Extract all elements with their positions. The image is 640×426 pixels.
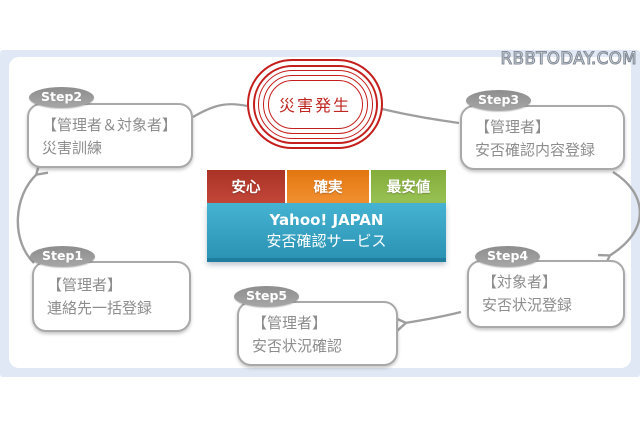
step2-box: 【管理者＆対象者】 災害訓練 bbox=[27, 103, 193, 168]
step3-badge: Step3 bbox=[466, 90, 532, 111]
step2-actor: 【管理者＆対象者】 bbox=[42, 116, 178, 134]
step1-action: 連絡先一括登録 bbox=[47, 298, 153, 317]
step2-badge: Step2 bbox=[29, 87, 95, 108]
step4-action: 安否状況登録 bbox=[482, 295, 573, 314]
disaster-event-label: 災害発生 bbox=[278, 96, 351, 115]
step3-action: 安否確認内容登録 bbox=[475, 140, 596, 159]
spiral-ring bbox=[252, 64, 378, 144]
step5-action: 安否状況確認 bbox=[252, 336, 343, 355]
spiral-ring bbox=[262, 74, 368, 134]
step5-box: 【管理者】 安否状況確認 bbox=[237, 301, 398, 366]
step4-actor: 【対象者】 bbox=[482, 273, 558, 291]
step1-box: 【管理者】 連絡先一括登録 bbox=[32, 261, 191, 332]
service-title-line2: 安否確認サービス bbox=[266, 231, 387, 250]
step4-box: 【対象者】 安否状況登録 bbox=[467, 260, 625, 328]
step3-box: 【管理者】 安否確認内容登録 bbox=[460, 105, 625, 170]
disaster-event-spiral: 災害発生 bbox=[247, 59, 383, 149]
badge-anshin: 安心 bbox=[207, 170, 285, 203]
spiral-ring bbox=[257, 69, 373, 139]
service-title-line1: Yahoo! JAPAN bbox=[269, 210, 384, 229]
spiral-ring bbox=[267, 79, 363, 129]
service-title-box: Yahoo! JAPAN 安否確認サービス bbox=[207, 203, 446, 262]
step5-actor: 【管理者】 bbox=[252, 314, 328, 332]
step1-actor: 【管理者】 bbox=[47, 276, 123, 294]
badge-saiyasune: 最安値 bbox=[371, 170, 446, 203]
spiral-ring bbox=[247, 59, 383, 149]
step5-badge: Step5 bbox=[234, 286, 300, 307]
site-watermark: RBBTODAY.COM bbox=[500, 48, 637, 68]
step4-badge: Step4 bbox=[475, 246, 541, 267]
step3-actor: 【管理者】 bbox=[475, 118, 551, 136]
step1-badge: Step1 bbox=[30, 246, 96, 267]
step2-action: 災害訓練 bbox=[42, 138, 103, 157]
badge-kakujitsu: 確実 bbox=[287, 170, 369, 203]
service-benefit-badges: 安心 確実 最安値 bbox=[207, 170, 446, 203]
